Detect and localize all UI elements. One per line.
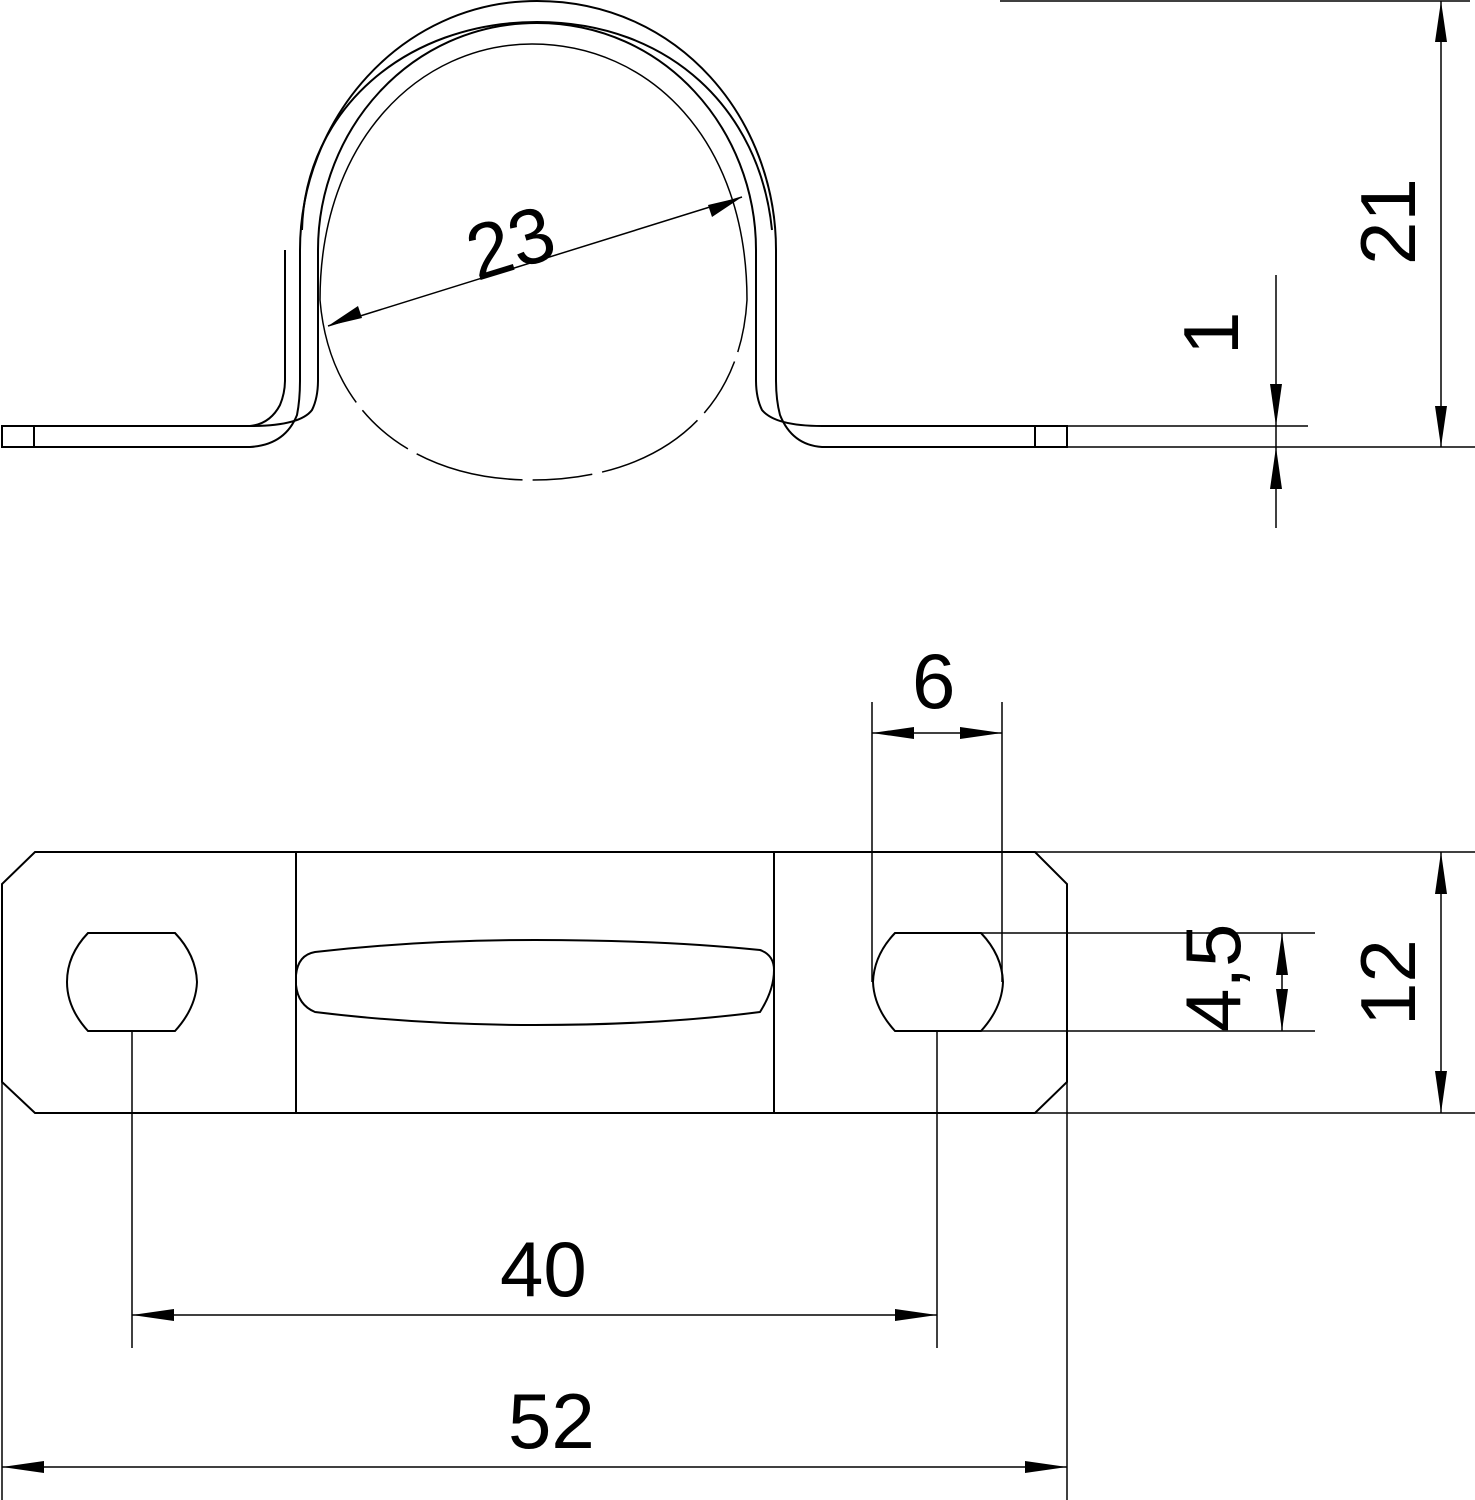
arrow-hh-up <box>1276 933 1288 975</box>
arrow-down <box>1435 406 1447 447</box>
arrow-hw-left <box>872 727 914 739</box>
hole-height-label: 4,5 <box>1169 924 1257 1032</box>
left-hole <box>65 932 199 1032</box>
arrow-sp-left <box>132 1309 174 1321</box>
left-foot-end <box>1 425 35 448</box>
arrow-right <box>708 197 742 217</box>
height-label: 21 <box>1344 178 1432 265</box>
arrow-w-up <box>1435 852 1447 894</box>
right-foot-end <box>1034 425 1068 448</box>
plate-outline <box>0 851 1068 1114</box>
right-hole <box>871 932 1005 1032</box>
clamp-inner-left-foot <box>249 379 319 427</box>
thickness-label: 1 <box>1167 312 1255 355</box>
arrow-w-down <box>1435 1071 1447 1113</box>
side-view: 23 21 1 <box>1 0 1475 528</box>
arrow-hh-down <box>1276 989 1288 1031</box>
center-slot <box>295 938 776 1027</box>
arrow-thick-up <box>1270 447 1282 489</box>
arrow-len-left <box>2 1461 44 1473</box>
arrow-len-right <box>1025 1461 1067 1473</box>
pipe-circle-upper <box>319 43 748 301</box>
clamp-inner-left-up <box>317 21 1060 427</box>
arrow-up <box>1435 1 1447 42</box>
hole-width-label: 6 <box>912 637 955 725</box>
length-label: 52 <box>508 1377 595 1465</box>
clamp-outer-profile <box>2 0 1060 448</box>
width-label: 12 <box>1344 939 1432 1026</box>
top-view: 6 4,5 12 40 52 <box>0 637 1475 1500</box>
diameter-dim-line <box>327 196 743 327</box>
clamp-middle-arc <box>301 20 773 231</box>
arrow-thick-down <box>1270 384 1282 426</box>
pipe-circle-lower <box>319 299 748 481</box>
arrow-left <box>328 306 362 326</box>
arrow-hw-right <box>960 727 1002 739</box>
clamp-inner-profile <box>2 250 286 427</box>
spacing-label: 40 <box>500 1225 587 1313</box>
arrow-sp-right <box>895 1309 937 1321</box>
